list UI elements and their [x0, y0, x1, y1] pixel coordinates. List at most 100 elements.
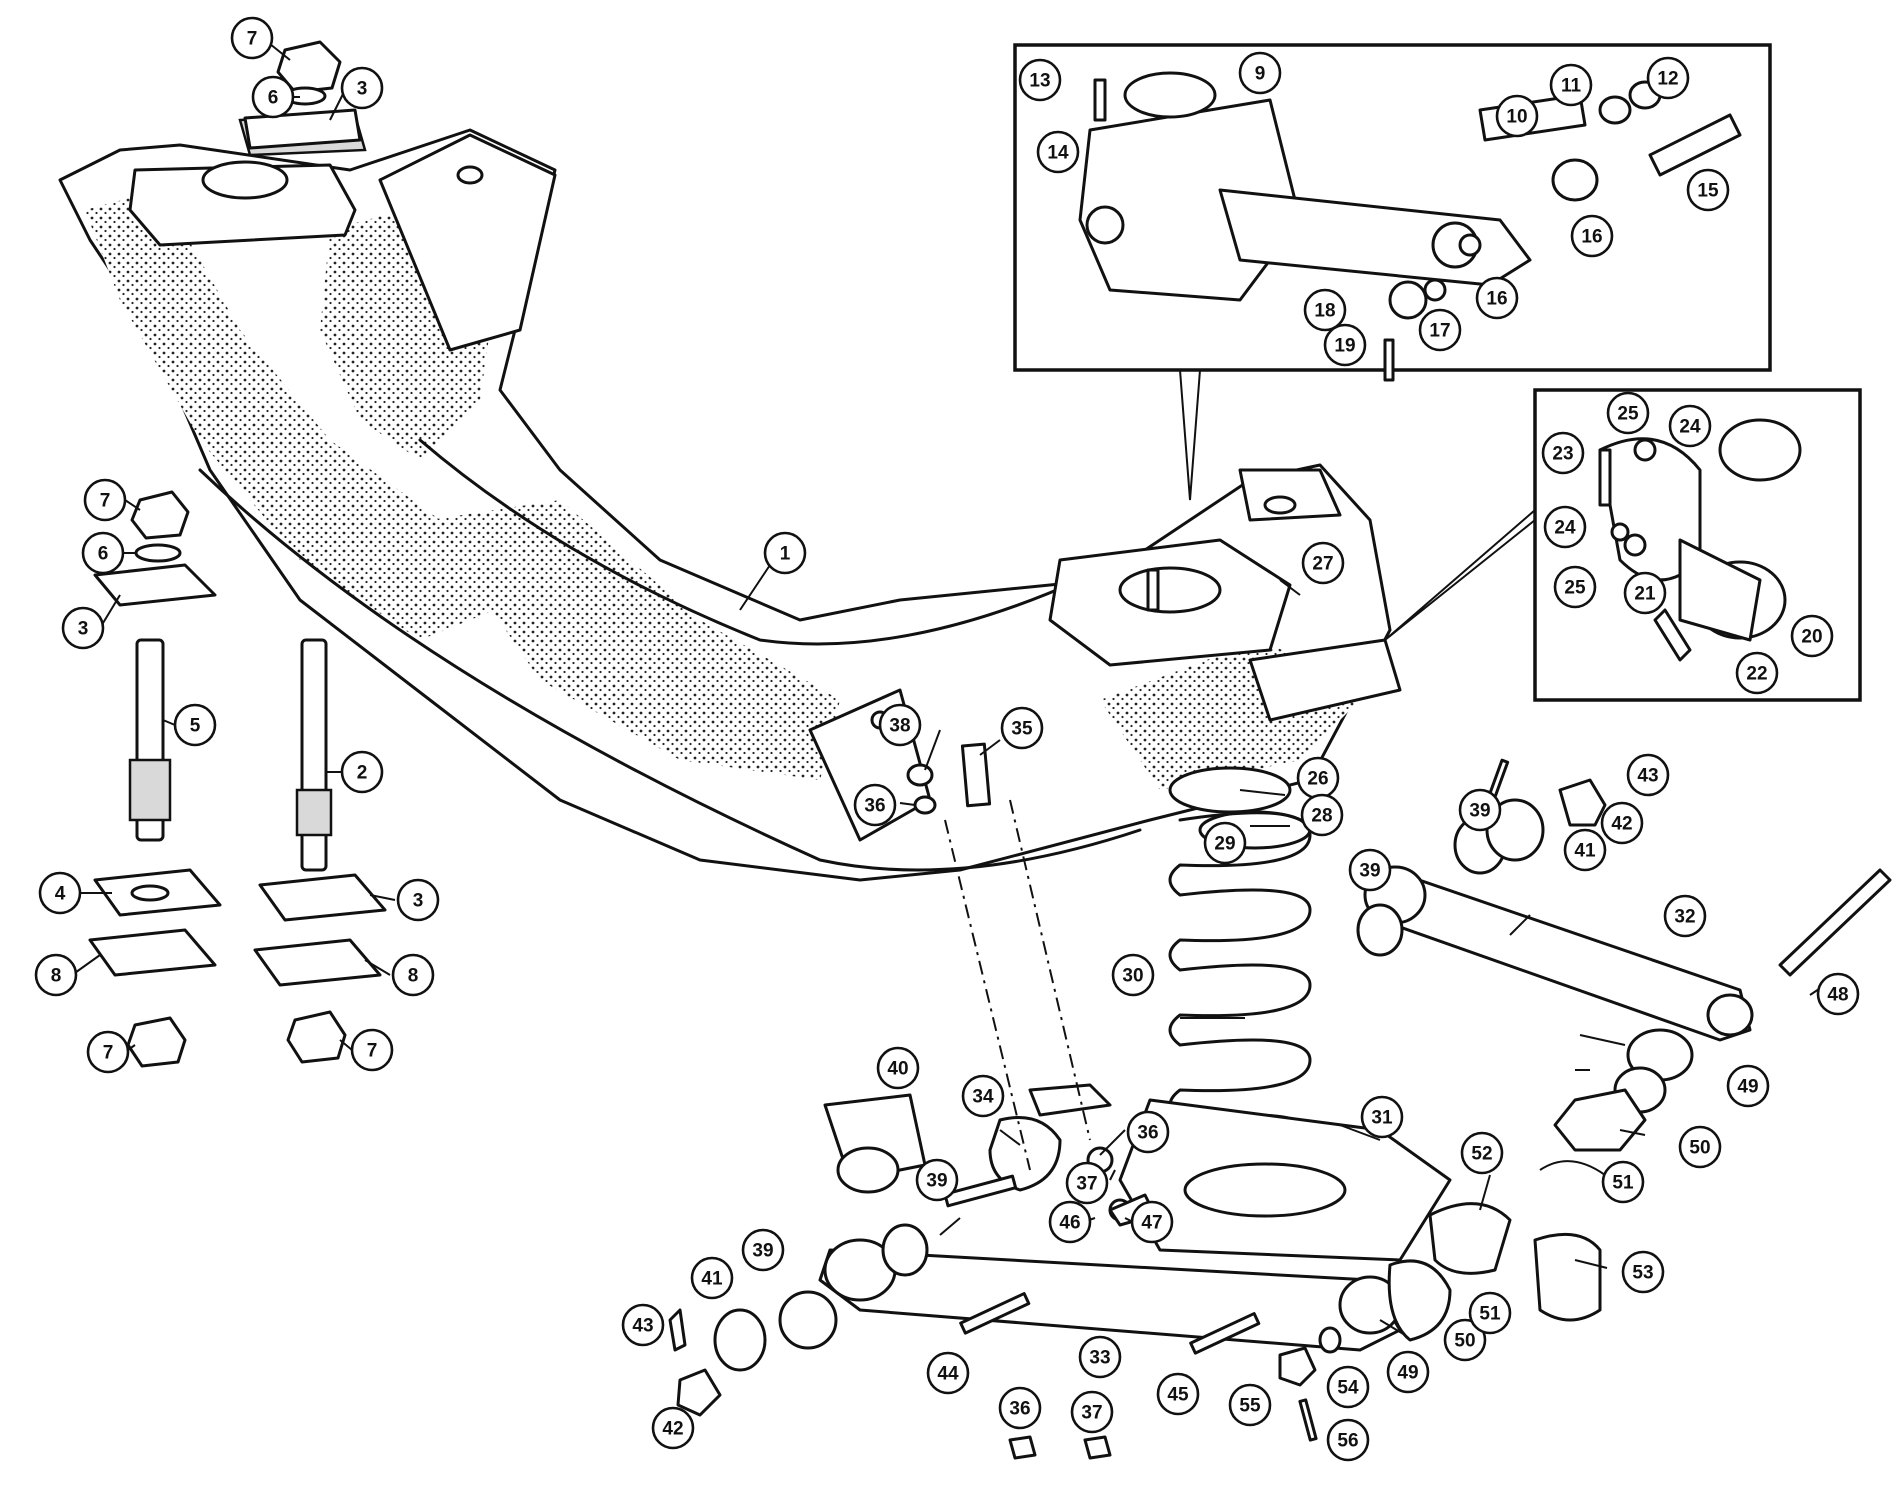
callout-number: 13: [1029, 71, 1050, 92]
callout-number: 28: [1311, 806, 1332, 827]
callout-8: 8: [391, 953, 435, 997]
callout-55: 55: [1228, 1383, 1272, 1427]
callout-16: 16: [1475, 276, 1519, 320]
callout-number: 56: [1337, 1431, 1358, 1452]
callout-circle: [1816, 972, 1860, 1016]
callout-7: 7: [83, 478, 127, 522]
callout-circle: [61, 606, 105, 650]
callout-27: 27: [1301, 541, 1345, 585]
callout-circle: [1326, 1365, 1370, 1409]
callout-48: 48: [1816, 972, 1860, 1016]
callout-24: 24: [1668, 404, 1712, 448]
callout-39: 39: [915, 1158, 959, 1202]
callout-circle: [83, 478, 127, 522]
callout-number: 36: [1009, 1399, 1030, 1420]
callout-number: 16: [1486, 289, 1507, 310]
callout-number: 7: [103, 1043, 114, 1064]
callout-number: 40: [887, 1059, 908, 1080]
callout-33: 33: [1078, 1335, 1122, 1379]
callout-52: 52: [1460, 1131, 1504, 1175]
callout-number: 18: [1314, 301, 1335, 322]
callout-41: 41: [690, 1256, 734, 1300]
callout-7: 7: [230, 16, 274, 60]
callout-39: 39: [1458, 788, 1502, 832]
callout-circle: [1078, 1335, 1122, 1379]
subframe: [58, 113, 1402, 882]
callout-circle: [391, 953, 435, 997]
callout-20: 20: [1790, 614, 1834, 658]
callout-51: 51: [1468, 1291, 1512, 1335]
callout-circle: [998, 1386, 1042, 1430]
callout-circle: [915, 1158, 959, 1202]
callout-42: 42: [1600, 801, 1644, 845]
callout-number: 54: [1337, 1378, 1359, 1399]
callout-circle: [1238, 51, 1282, 95]
callout-circle: [961, 1074, 1005, 1118]
callout-36: 36: [1126, 1110, 1170, 1154]
callout-circle: [1000, 706, 1044, 750]
callout-49: 49: [1386, 1350, 1430, 1394]
callout-28: 28: [1300, 793, 1344, 837]
callout-number: 55: [1239, 1396, 1261, 1417]
callout-circle: [1018, 58, 1062, 102]
callout-29: 29: [1203, 821, 1247, 865]
callout-12: 12: [1646, 56, 1690, 100]
callout-circle: [876, 1046, 920, 1090]
callout-3: 3: [396, 878, 440, 922]
callout-15: 15: [1686, 168, 1730, 212]
callout-circle: [1468, 1291, 1512, 1335]
callout-circle: [1663, 894, 1707, 938]
callout-number: 43: [1637, 766, 1658, 787]
callout-circle: [1360, 1095, 1404, 1139]
callout-circle: [1348, 848, 1392, 892]
callout-circle: [1621, 1250, 1665, 1294]
callout-23: 23: [1541, 431, 1585, 475]
callout-3: 3: [340, 66, 384, 110]
callout-number: 37: [1076, 1174, 1097, 1195]
bushings-and-fasteners: [668, 568, 1892, 1460]
callout-47: 47: [1130, 1200, 1174, 1244]
callout-circle: [853, 783, 897, 827]
callout-number: 46: [1059, 1213, 1080, 1234]
callout-17: 17: [1418, 308, 1462, 352]
callout-54: 54: [1326, 1365, 1370, 1409]
callout-circle: [926, 1351, 970, 1395]
callout-number: 36: [864, 796, 885, 817]
callout-2: 2: [340, 750, 384, 794]
dash-line-1: [944, 819, 1031, 1171]
callout-number: 9: [1255, 64, 1266, 85]
callout-number: 42: [1611, 814, 1632, 835]
callout-37: 37: [1065, 1161, 1109, 1205]
callout-circle: [1048, 1200, 1092, 1244]
callout-number: 3: [413, 891, 424, 912]
callout-number: 12: [1657, 69, 1678, 90]
callout-number: 50: [1454, 1331, 1475, 1352]
callout-number: 7: [367, 1041, 378, 1062]
callout-circle: [763, 531, 807, 575]
callout-circle: [1626, 753, 1670, 797]
callout-circle: [251, 75, 295, 119]
callout-number: 8: [408, 966, 419, 987]
callout-circle: [1065, 1161, 1109, 1205]
callout-number: 27: [1312, 554, 1333, 575]
callout-number: 3: [78, 619, 89, 640]
callout-circle: [1443, 1318, 1487, 1362]
callout-circle: [878, 703, 922, 747]
callout-circle: [1686, 168, 1730, 212]
callout-circle: [651, 1406, 695, 1450]
callout-circle: [340, 750, 384, 794]
callout-number: 4: [55, 884, 66, 905]
callout-number: 14: [1047, 143, 1069, 164]
callout-35: 35: [1000, 706, 1044, 750]
upper-wishbone: [1363, 865, 1754, 1042]
coil-spring-assembly: [1168, 766, 1312, 1162]
callout-number: 32: [1674, 907, 1695, 928]
callout-number: 23: [1552, 444, 1573, 465]
callout-43: 43: [1626, 753, 1670, 797]
callout-number: 25: [1564, 578, 1586, 599]
callout-number: 33: [1089, 1348, 1110, 1369]
callout-circle: [1543, 505, 1587, 549]
callout-number: 35: [1011, 719, 1033, 740]
callout-50: 50: [1443, 1318, 1487, 1362]
